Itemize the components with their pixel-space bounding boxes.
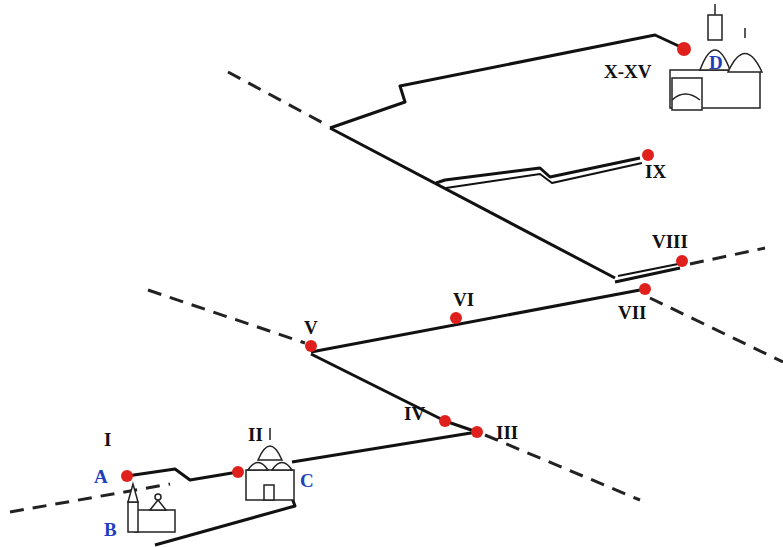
route-lines: [127, 35, 683, 545]
point-dots: [121, 42, 691, 482]
point-letter: C: [300, 471, 314, 490]
point-number: V: [304, 318, 318, 337]
boundary-lines: [10, 72, 783, 512]
point-number: III: [496, 423, 518, 442]
point-number: II: [248, 425, 263, 444]
church-d: [670, 4, 762, 110]
point-letter: B: [104, 520, 117, 539]
point-number: I: [104, 430, 111, 449]
point-number: VIII: [652, 232, 688, 251]
point-number: IV: [404, 404, 425, 423]
point-number: VII: [618, 303, 647, 322]
point-number: X-XV: [604, 62, 652, 81]
point-letter: A: [94, 467, 108, 486]
church-b: [128, 484, 175, 532]
point-number: IX: [645, 162, 666, 181]
point-letter: D: [709, 53, 723, 72]
point-number: VI: [453, 290, 474, 309]
